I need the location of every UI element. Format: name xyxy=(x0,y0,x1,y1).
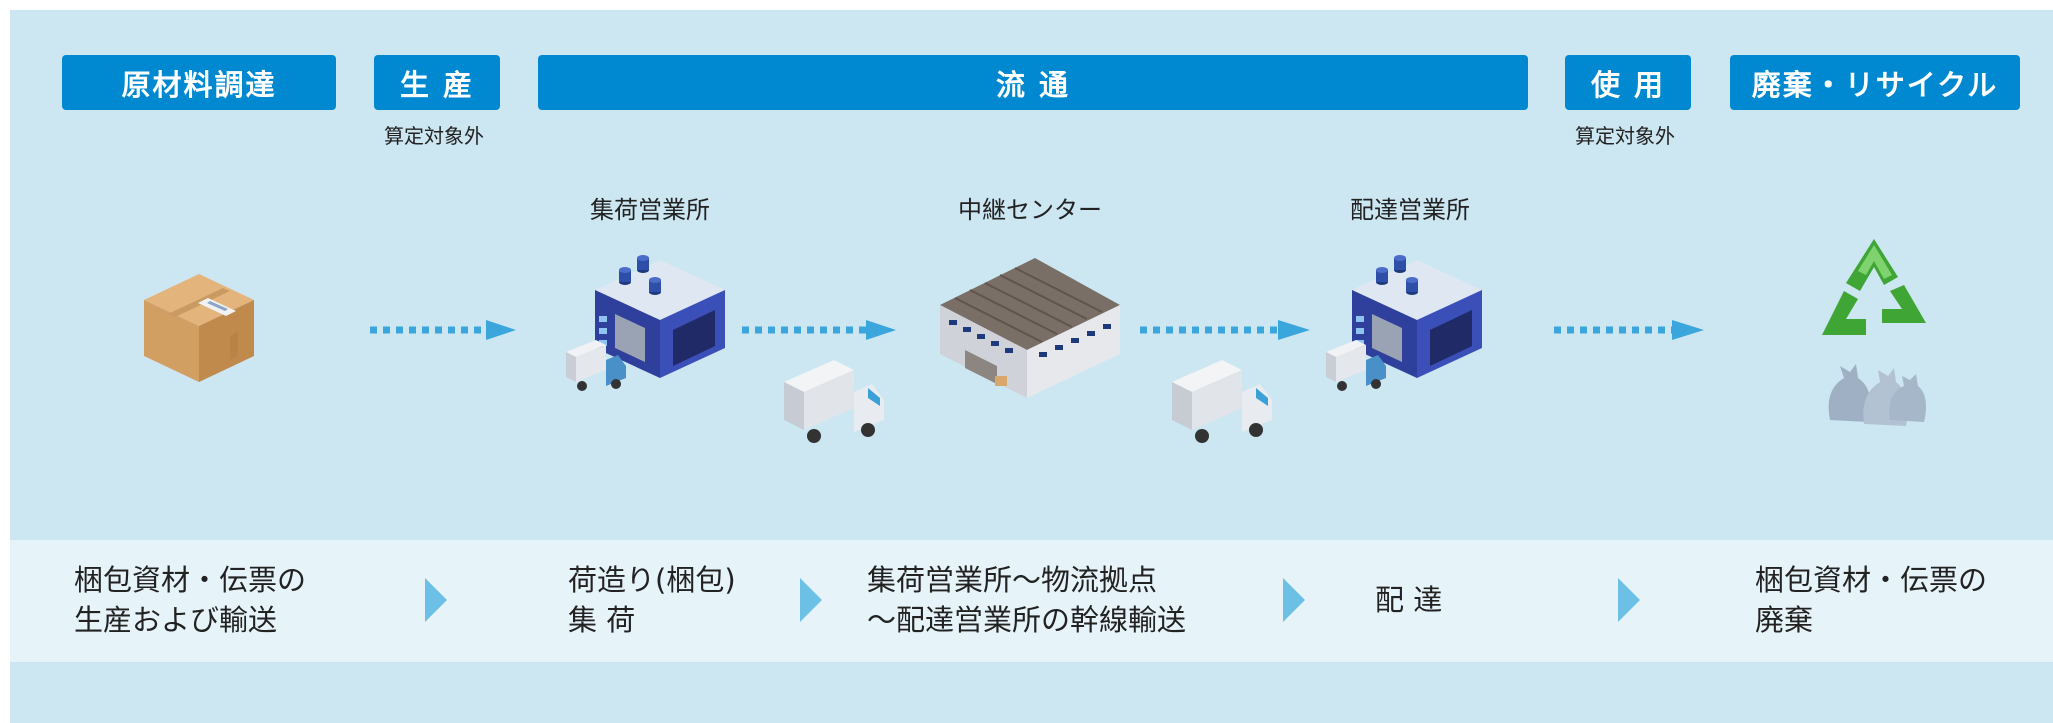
relay-center-label: 中継センター xyxy=(958,196,1102,224)
distribution-center-icon xyxy=(940,258,1120,398)
step-packing-line1: 荷造り(梱包) xyxy=(568,563,736,597)
truck-icon xyxy=(784,360,884,443)
step-trunk-line1: 集荷営業所〜物流拠点 xyxy=(867,563,1158,597)
flow-arrow-2 xyxy=(742,320,896,340)
stage-distribution: 流 通 xyxy=(538,55,1528,110)
flow-arrow-3 xyxy=(1140,320,1310,340)
cardboard-box-icon xyxy=(144,274,254,382)
step-raw-line2: 生産および輸送 xyxy=(74,603,278,637)
step-disposal-line2: 廃棄 xyxy=(1755,603,1814,637)
production-excluded-note: 算定対象外 xyxy=(384,124,484,148)
step-chevron-1 xyxy=(425,578,447,622)
delivery-warehouse-icon xyxy=(1352,255,1482,378)
step-disposal: 梱包資材・伝票の 廃棄 xyxy=(1755,560,1987,640)
recycle-icon xyxy=(1822,239,1926,335)
step-chevron-2 xyxy=(800,578,822,622)
use-excluded-note: 算定対象外 xyxy=(1575,124,1675,148)
pickup-office-label: 集荷営業所 xyxy=(590,196,710,224)
stage-raw-materials: 原材料調達 xyxy=(62,55,336,110)
flow-arrow-4 xyxy=(1554,320,1704,340)
truck-icon-2 xyxy=(1172,360,1272,443)
stage-production: 生 産 xyxy=(374,55,500,110)
delivery-office-label: 配達営業所 xyxy=(1350,196,1470,224)
step-packing-line2: 集 荷 xyxy=(568,603,636,637)
stage-disposal: 廃棄・リサイクル xyxy=(1730,55,2020,110)
step-disposal-line1: 梱包資材・伝票の xyxy=(1755,563,1988,597)
flow-arrow-1 xyxy=(370,320,516,340)
small-truck-icon xyxy=(566,340,626,391)
step-chevron-4 xyxy=(1618,578,1640,622)
step-packing-pickup: 荷造り(梱包) 集 荷 xyxy=(568,560,736,640)
step-raw-line1: 梱包資材・伝票の xyxy=(74,563,307,597)
stage-use: 使 用 xyxy=(1565,55,1691,110)
garbage-bags-icon xyxy=(1828,364,1926,426)
step-chevron-3 xyxy=(1283,578,1305,622)
small-truck-icon-2 xyxy=(1326,340,1386,391)
step-trunk-transport: 集荷営業所〜物流拠点 〜配達営業所の幹線輸送 xyxy=(867,560,1186,640)
pickup-warehouse-icon xyxy=(595,255,725,378)
steps-band xyxy=(10,540,2053,662)
step-delivery: 配 達 xyxy=(1375,583,1443,617)
step-raw-materials: 梱包資材・伝票の 生産および輸送 xyxy=(74,560,306,640)
step-trunk-line2: 〜配達営業所の幹線輸送 xyxy=(867,603,1187,637)
